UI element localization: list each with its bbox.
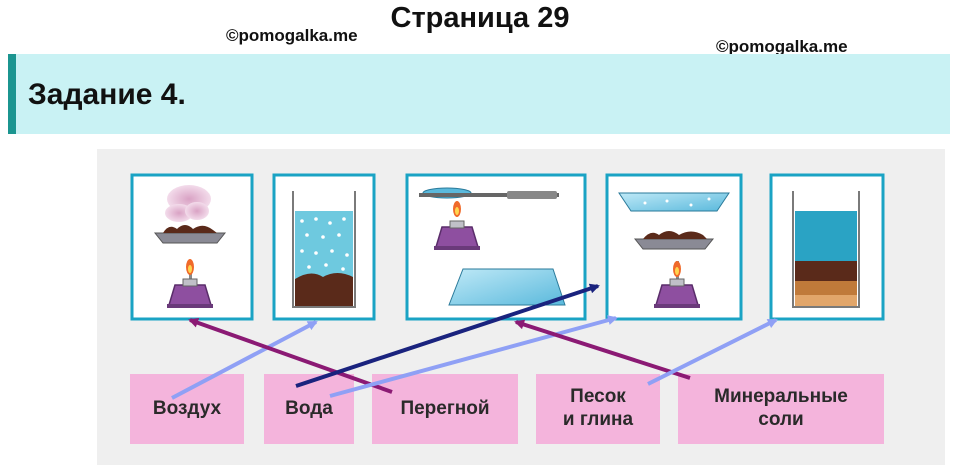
label-sand-clay: Песок и глина [536, 374, 660, 444]
label-minerals: Минеральные соли [678, 374, 884, 444]
heated-soil-smoke-icon [153, 185, 227, 308]
experiment-2-panel [272, 173, 376, 321]
heated-soil-glass-condensation-icon [618, 192, 730, 308]
settled-soil-layers-glass-icon [792, 191, 860, 308]
watermark-right: ©pomogalka.me [716, 37, 848, 56]
experiment-4-panel [605, 173, 743, 321]
label-air: Воздух [130, 374, 244, 444]
watermark-left: ©pomogalka.me [226, 26, 358, 45]
experiment-5-panel [769, 173, 885, 321]
label-water-text: Вода [285, 397, 333, 419]
experiment-1-panel [130, 173, 254, 321]
label-water: Вода [264, 374, 354, 444]
label-minerals-text: Минеральные соли [714, 386, 848, 430]
task-header-bar: Задание 4. [8, 54, 950, 134]
page-title: Страница 29 [390, 2, 570, 34]
label-sand-clay-text: Песок и глина [562, 386, 634, 430]
task-title: Задание 4. [28, 78, 186, 111]
label-humus: Перегной [372, 374, 518, 444]
label-humus-text: Перегной [400, 397, 490, 419]
experiment-3-panel [405, 173, 587, 321]
label-air-text: Воздух [152, 397, 222, 419]
